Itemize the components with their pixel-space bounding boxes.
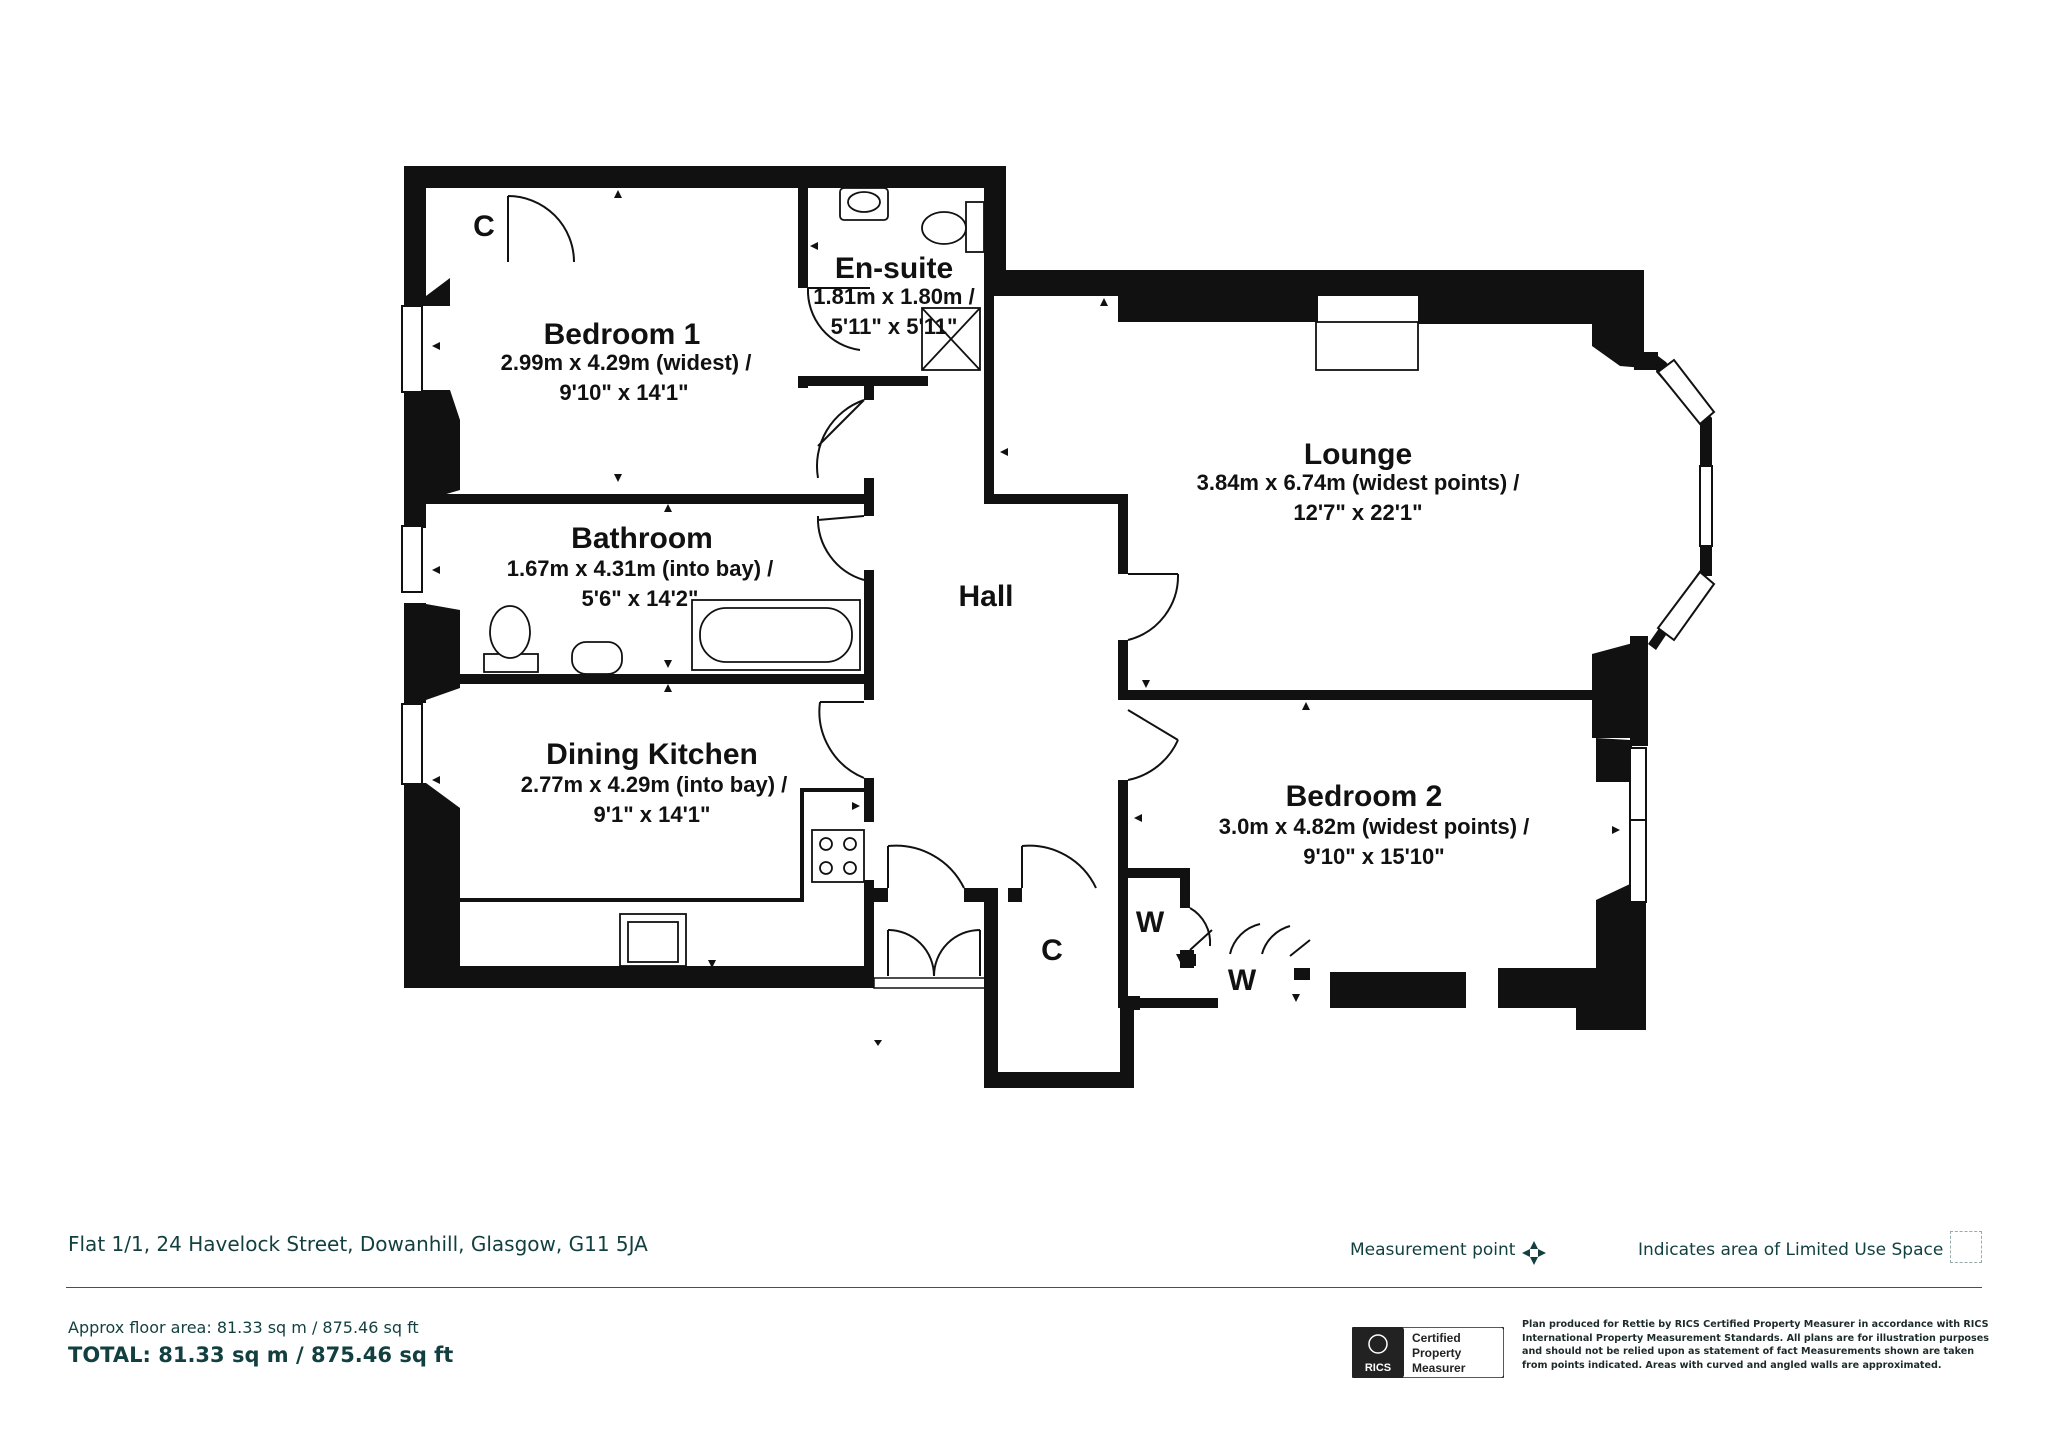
door-ensuite bbox=[806, 287, 870, 351]
footer-divider bbox=[66, 1287, 1982, 1288]
bedroom2-name: Bedroom 2 bbox=[1286, 780, 1443, 813]
doors bbox=[507, 195, 1311, 977]
window-bathroom bbox=[401, 525, 423, 593]
hall-name: Hall bbox=[958, 580, 1013, 613]
disclaimer-text: Plan produced for Rettie by RICS Certifi… bbox=[1522, 1319, 1989, 1371]
fixtures bbox=[483, 187, 1419, 967]
door-hall-cupboard bbox=[1021, 844, 1097, 889]
window-bay-upper bbox=[1656, 358, 1716, 426]
total-floor-area: TOTAL: 81.33 sq m / 875.46 sq ft bbox=[68, 1343, 454, 1367]
measurement-points bbox=[432, 190, 1620, 1046]
wardrobe-2-label: W bbox=[1228, 964, 1257, 997]
window-bay-lower bbox=[1656, 570, 1716, 642]
door-lobby-double bbox=[887, 929, 981, 977]
limited-use-label: Indicates area of Limited Use Space bbox=[1638, 1240, 1944, 1260]
rics-logo-text: RICS bbox=[1365, 1362, 1391, 1374]
ensuite-toilet-icon bbox=[965, 201, 985, 253]
window-bedroom1 bbox=[401, 305, 423, 393]
rics-logo-icon bbox=[1368, 1334, 1388, 1354]
wardrobe-1-label: W bbox=[1136, 906, 1165, 939]
ensuite-dim-imperial: 5'11" x 5'11" bbox=[831, 314, 958, 339]
dining-kitchen-dim-metric: 2.77m x 4.29m (into bay) / bbox=[521, 772, 788, 797]
property-address: Flat 1/1, 24 Havelock Street, Dowanhill,… bbox=[68, 1232, 648, 1256]
window-kitchen bbox=[401, 703, 423, 785]
door-wardrobe-2 bbox=[1229, 923, 1311, 957]
ensuite-name: En-suite bbox=[835, 252, 953, 285]
lounge-dim-imperial: 12'7" x 22'1" bbox=[1293, 500, 1422, 525]
ensuite-dim-metric: 1.81m x 1.80m / bbox=[813, 284, 974, 309]
bedroom2-dim-imperial: 9'10" x 15'10" bbox=[1303, 844, 1444, 869]
bedroom1-name: Bedroom 1 bbox=[544, 318, 701, 351]
threshold bbox=[873, 977, 987, 989]
door-bedroom1 bbox=[815, 399, 865, 479]
approx-floor-area: Approx floor area: 81.33 sq m / 875.46 s… bbox=[68, 1318, 419, 1337]
bathroom-basin-icon bbox=[571, 641, 623, 675]
lounge-dim-metric: 3.84m x 6.74m (widest points) / bbox=[1197, 470, 1520, 495]
bathroom-dim-metric: 1.67m x 4.31m (into bay) / bbox=[507, 556, 774, 581]
window-bedroom2-lower bbox=[1629, 819, 1647, 903]
window-bay-middle bbox=[1699, 465, 1713, 547]
door-lobby-left bbox=[887, 844, 965, 889]
lounge-name: Lounge bbox=[1304, 438, 1412, 471]
bathroom-dim-imperial: 5'6" x 14'2" bbox=[582, 586, 699, 611]
interior-walls bbox=[426, 188, 1596, 1008]
measurement-point-label: Measurement point bbox=[1350, 1240, 1516, 1260]
bedroom1-dim-imperial: 9'10" x 14'1" bbox=[559, 380, 688, 405]
door-kitchen bbox=[818, 701, 865, 779]
bedroom2-dim-metric: 3.0m x 4.82m (widest points) / bbox=[1219, 814, 1530, 839]
door-bathroom bbox=[816, 515, 865, 581]
four-arrows-icon bbox=[1522, 1241, 1546, 1265]
bedroom1-cupboard-label: C bbox=[473, 210, 495, 243]
door-bedroom1-cupboard bbox=[507, 195, 575, 263]
window-bedroom2-upper bbox=[1629, 747, 1647, 821]
door-wardrobe-1 bbox=[1189, 907, 1213, 951]
door-bedroom2 bbox=[1127, 709, 1179, 781]
badge-line-1: Certified bbox=[1412, 1331, 1461, 1345]
door-lounge bbox=[1127, 573, 1180, 641]
badge-line-3: Measurer bbox=[1412, 1361, 1466, 1375]
dining-kitchen-name: Dining Kitchen bbox=[546, 738, 758, 771]
fireplace-icon bbox=[1315, 321, 1419, 371]
dashed-square-icon bbox=[1950, 1231, 1982, 1263]
windows bbox=[401, 305, 1716, 903]
bathroom-name: Bathroom bbox=[571, 522, 713, 555]
bedroom1-dim-metric: 2.99m x 4.29m (widest) / bbox=[501, 350, 752, 375]
hob-icon bbox=[811, 829, 865, 883]
dining-kitchen-dim-imperial: 9'1" x 14'1" bbox=[594, 802, 711, 827]
hall-cupboard-label: C bbox=[1041, 934, 1063, 967]
rics-certified-badge: RICS Certified Property Measurer bbox=[1352, 1327, 1504, 1378]
badge-line-2: Property bbox=[1412, 1346, 1462, 1360]
